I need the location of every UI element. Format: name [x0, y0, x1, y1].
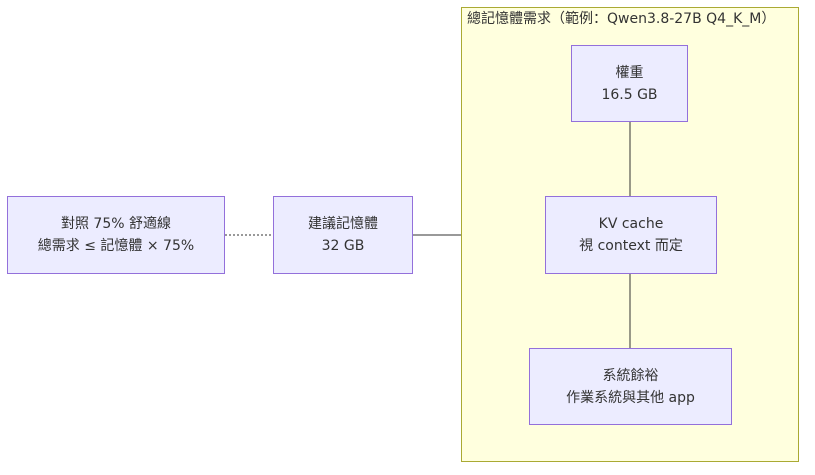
comfort-line-node: 對照 75% 舒適線 總需求 ≤ 記憶體 × 75%: [7, 196, 225, 274]
weights-value: 16.5 GB: [601, 86, 658, 103]
suggested-memory-node: 建議記憶體 32 GB: [273, 196, 413, 274]
comfort-line-label: 對照 75% 舒適線: [60, 216, 172, 232]
weights-label: 權重: [615, 64, 644, 81]
suggested-memory-label: 建議記憶體: [308, 216, 378, 232]
kv-cache-label: KV cache: [598, 216, 664, 232]
weights-node: 權重 16.5 GB: [571, 45, 688, 122]
cluster-title: 總記憶體需求（範例：Qwen3.8-27B Q4_K_M）: [467, 11, 776, 27]
comfort-line-formula: 總需求 ≤ 記憶體 × 75%: [37, 238, 195, 254]
suggested-memory-value: 32 GB: [321, 238, 365, 254]
system-margin-label: 系統餘裕: [602, 367, 659, 384]
system-margin-note: 作業系統與其他 app: [566, 389, 695, 406]
kv-cache-node: KV cache 視 context 而定: [545, 196, 717, 274]
kv-cache-note: 視 context 而定: [579, 238, 683, 254]
system-margin-node: 系統餘裕 作業系統與其他 app: [529, 348, 732, 425]
